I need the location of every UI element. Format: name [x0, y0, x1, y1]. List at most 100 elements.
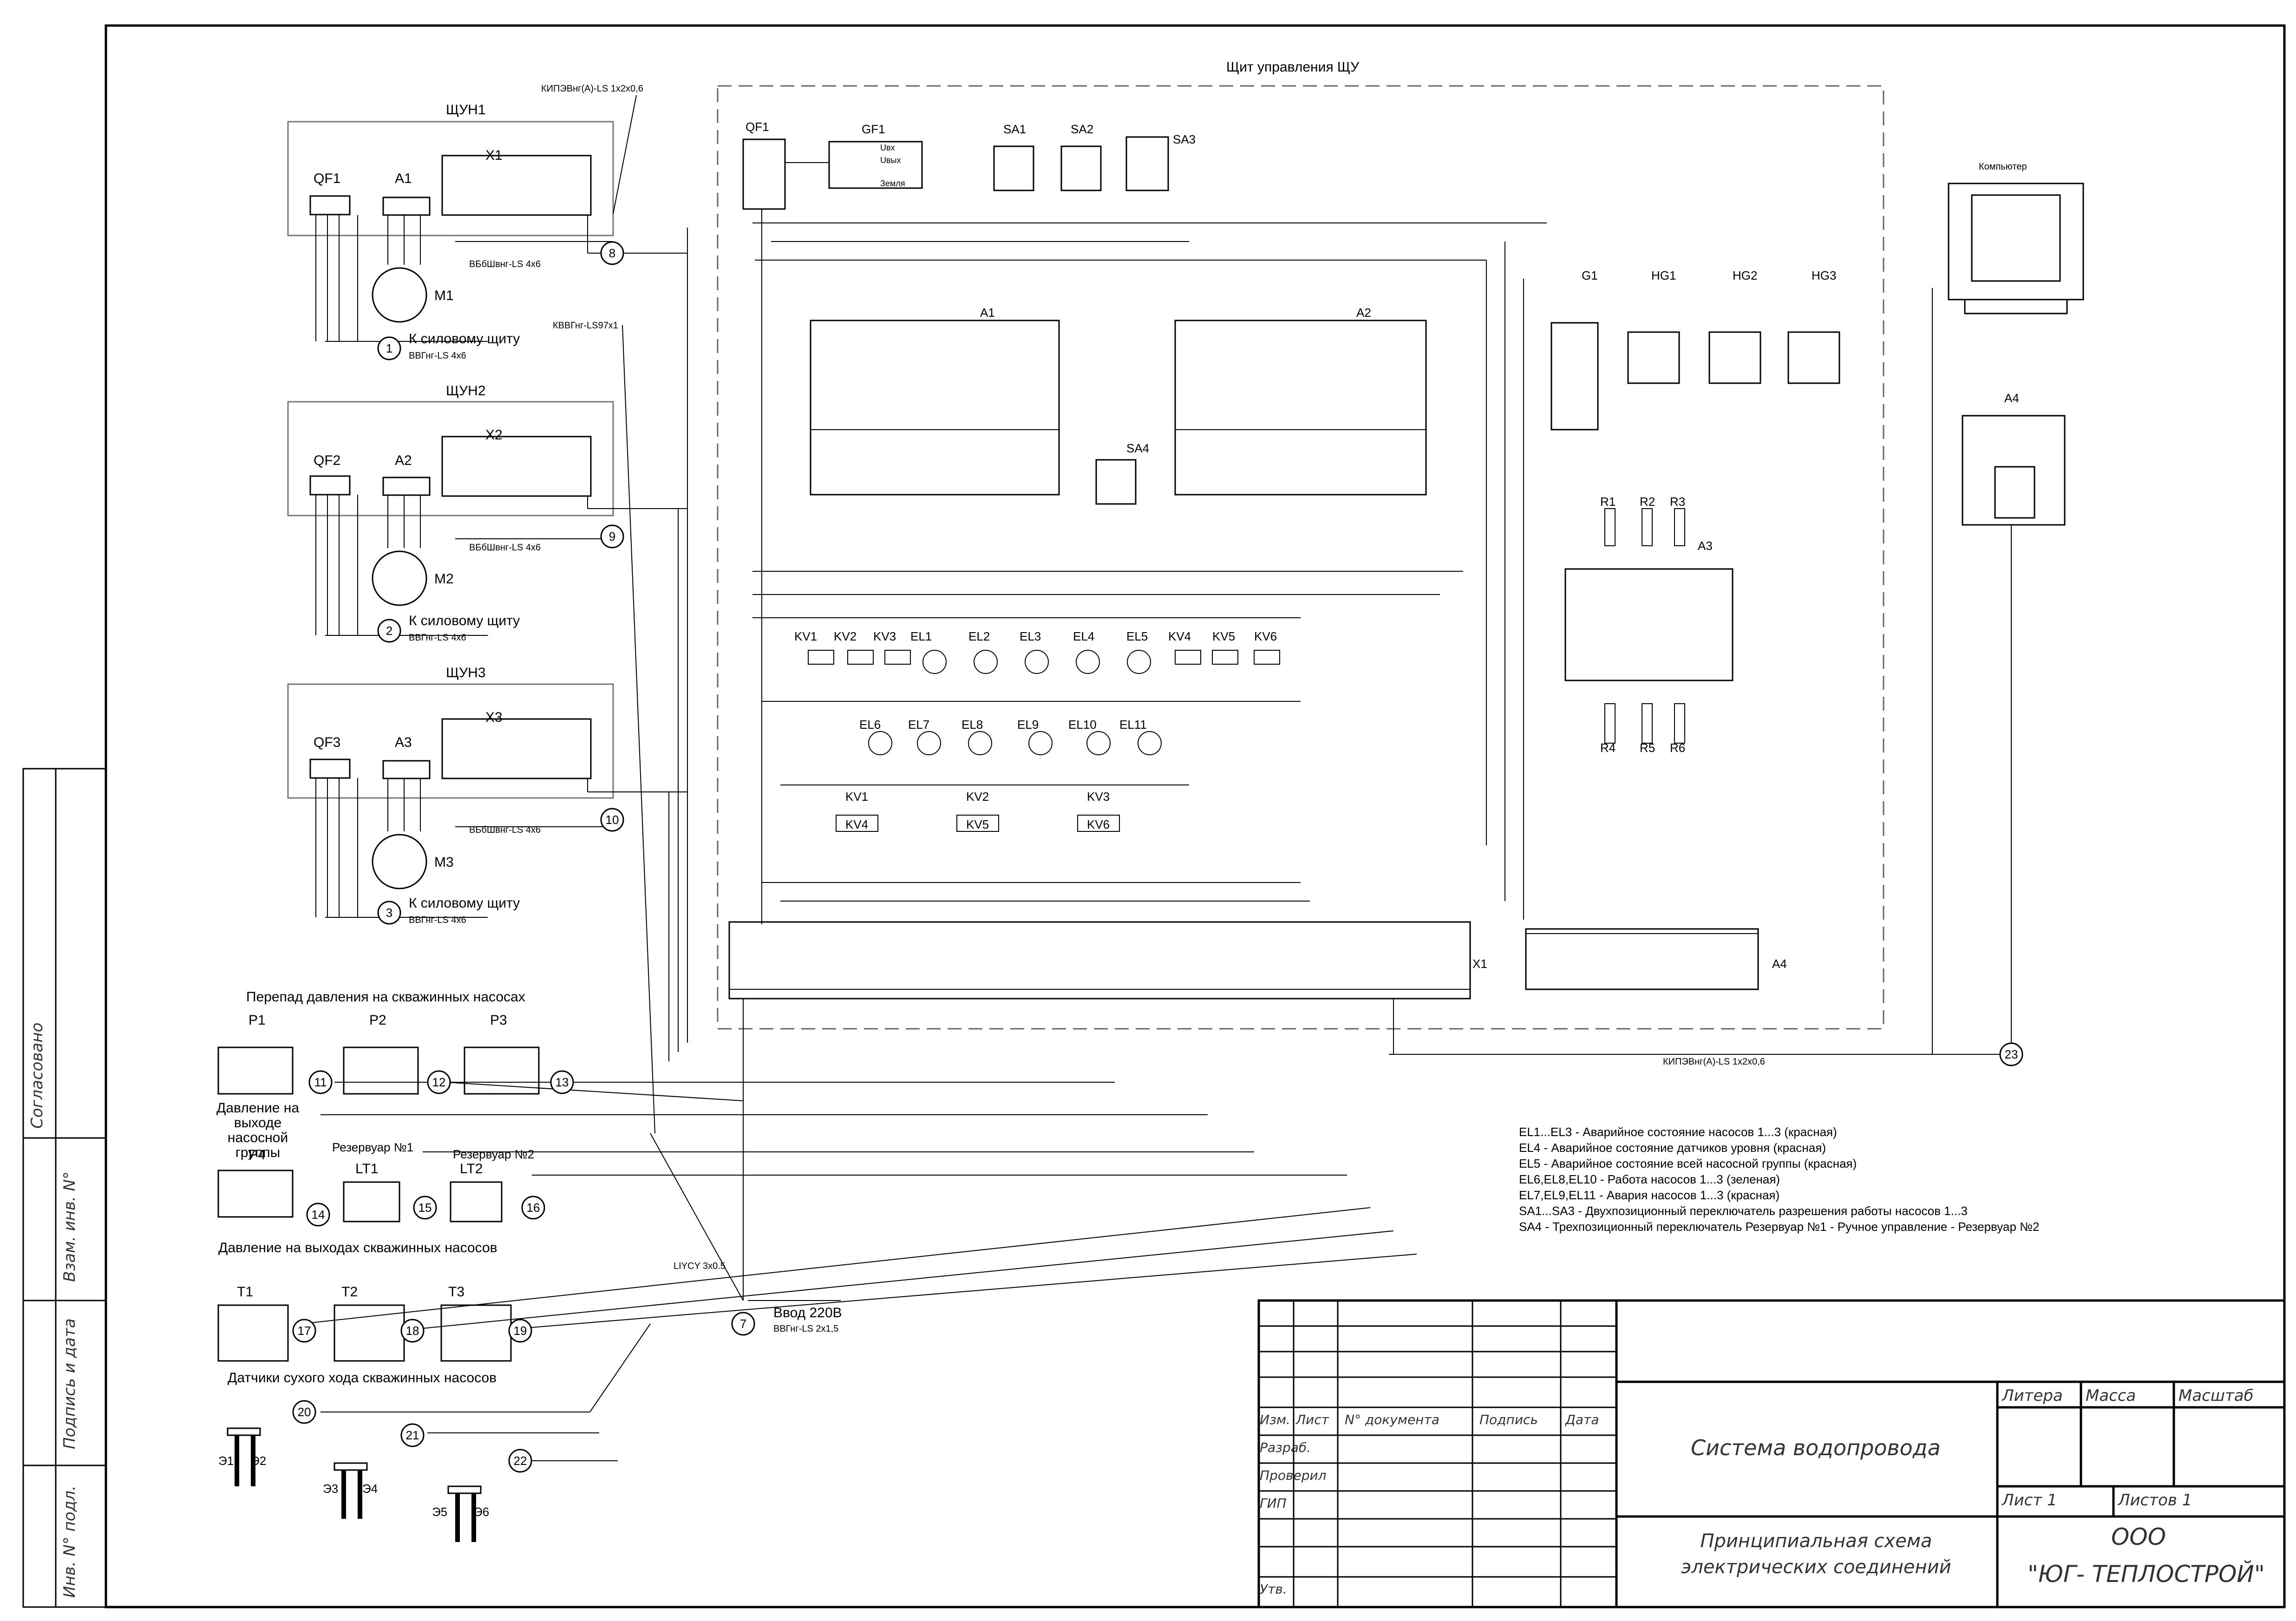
p4-label: P4 — [249, 1147, 266, 1163]
computer-label: Компьютер — [1979, 162, 2027, 172]
cable-liycy-label: LIYCY 3х0.5 — [674, 1261, 726, 1271]
cable-marker-18 — [400, 1319, 425, 1343]
marker-num-7: 7 — [740, 1317, 746, 1331]
panel-sa2: SA2 — [1071, 122, 1094, 136]
el9-label: EL9 — [1017, 718, 1039, 732]
marker-num-19: 19 — [514, 1324, 527, 1338]
cable-marker-21 — [400, 1423, 425, 1447]
legend-line-7: SA4 - Трехпозиционный переключатель Резе… — [1519, 1220, 2040, 1234]
panel-r6: R6 — [1670, 741, 1686, 755]
p3-label: P3 — [490, 1013, 507, 1028]
module-a3 — [1564, 568, 1733, 681]
cable-marker-22 — [508, 1449, 532, 1473]
panel-r5: R5 — [1640, 741, 1655, 755]
cable-marker-3 — [377, 901, 401, 925]
electrode-e6: Э6 — [474, 1505, 490, 1519]
shun3-box — [287, 683, 614, 799]
panel-a1: A1 — [980, 306, 995, 320]
side-vzam: Взам. инв. N° — [60, 1171, 79, 1282]
panel-r2: R2 — [1640, 495, 1655, 509]
kv4-label: KV4 — [1168, 629, 1191, 643]
panel-gf1: GF1 — [862, 122, 885, 136]
panel-uvx: Uвх — [880, 143, 895, 152]
cable-kvv-label: КВВГнг-LS97х1 — [553, 320, 618, 331]
shun2-qf: QF2 — [314, 453, 341, 468]
panel-r1: R1 — [1600, 495, 1616, 509]
legend-line-6: SA1...SA3 - Двухпозиционный переключател… — [1519, 1204, 1968, 1218]
marker-num-13: 13 — [556, 1075, 569, 1089]
shun1-x: X1 — [485, 148, 503, 163]
cable-marker-20 — [292, 1400, 316, 1424]
marker-num-14: 14 — [312, 1208, 325, 1222]
panel-sa1: SA1 — [1003, 122, 1027, 136]
tb-system: Система водопровода — [1691, 1435, 1941, 1460]
marker-num-1: 1 — [386, 341, 392, 355]
tb-company1: ООО — [2111, 1523, 2166, 1550]
t3-label: T3 — [448, 1284, 465, 1300]
kv1-lower: KV1 — [845, 790, 869, 804]
cable-marker-10 — [600, 808, 624, 832]
terminal-x1 — [728, 921, 1471, 1000]
side-podpis: Подпись и дата — [60, 1318, 79, 1449]
shun1-cable: ВБбШвнг-LS 4х6 — [469, 259, 541, 269]
tb-podp: Подпись — [1479, 1412, 1538, 1427]
shun3-qf: QF3 — [314, 735, 341, 750]
el6-label: EL6 — [859, 718, 881, 732]
legend-line-4: EL6,EL8,EL10 - Работа насосов 1...3 (зел… — [1519, 1172, 1780, 1186]
marker-num-8: 8 — [609, 246, 615, 260]
cable-marker-7 — [731, 1312, 755, 1336]
plc-a2 — [1174, 320, 1427, 496]
terminal-a4 — [1525, 928, 1759, 990]
kv1-label: KV1 — [794, 629, 818, 643]
panel-g1: G1 — [1582, 268, 1598, 282]
tb-izm: Изм. — [1260, 1412, 1290, 1427]
shun1-box — [287, 121, 614, 236]
el11-label: EL11 — [1119, 718, 1147, 732]
cable-marker-11 — [308, 1070, 333, 1094]
shun2-vvg: ВВГнг-LS 4х6 — [409, 633, 466, 643]
side-stamp — [22, 768, 107, 1608]
press-out-group: Давление на выходе насосной группы — [216, 1100, 300, 1160]
lt2-label: LT2 — [460, 1161, 483, 1177]
cable-marker-9 — [600, 524, 624, 549]
marker-num-15: 15 — [419, 1201, 432, 1215]
tb-litera: Литера — [2002, 1386, 2063, 1405]
module-a4-right — [1962, 415, 2066, 526]
shun1-vvg: ВВГнг-LS 4х6 — [409, 351, 466, 361]
panel-a4-right: A4 — [2004, 391, 2019, 405]
marker-num-10: 10 — [606, 813, 619, 827]
kv4-lower: KV4 — [845, 817, 869, 831]
cable-marker-2 — [377, 619, 401, 643]
electrode-e1: Э1 — [218, 1454, 234, 1468]
cable-marker-12 — [427, 1070, 451, 1094]
tb-data: Дата — [1565, 1412, 1599, 1427]
el1-label: EL1 — [910, 629, 932, 643]
side-soglasovano: Согласовано — [28, 1022, 46, 1129]
press-out-wells: Давление на выходах скважинных насосов — [218, 1240, 497, 1255]
panel-sa3: SA3 — [1173, 132, 1196, 146]
cable-marker-13 — [550, 1070, 574, 1094]
el7-label: EL7 — [908, 718, 930, 732]
panel-zeml: Земля — [880, 179, 905, 188]
el2-label: EL2 — [968, 629, 990, 643]
shun2-a: A2 — [395, 453, 412, 468]
shun3-cable: ВБбШвнг-LS 4х6 — [469, 825, 541, 835]
input-cable: ВВГнг-LS 2х1,5 — [773, 1324, 839, 1334]
tb-company2: "ЮГ- ТЕПЛОСТРОЙ" — [2028, 1561, 2265, 1588]
shun1-title: ЩУН1 — [446, 102, 486, 118]
kv2-label: KV2 — [834, 629, 857, 643]
shun1-to-power: К силовому щиту — [409, 331, 520, 346]
lt1-label: LT1 — [355, 1161, 379, 1177]
el3-label: EL3 — [1020, 629, 1041, 643]
shun1-m: M1 — [434, 288, 454, 303]
t1-label: T1 — [237, 1284, 254, 1300]
tb-utv: Утв. — [1260, 1582, 1287, 1597]
panel-x1: X1 — [1472, 957, 1487, 971]
reservoir2-label: Резервуар №2 — [453, 1147, 535, 1161]
legend-line-1: EL1...EL3 - Аварийное состояние насосов … — [1519, 1125, 1837, 1139]
kv5-label: KV5 — [1212, 629, 1236, 643]
shun1-qf: QF1 — [314, 171, 341, 186]
marker-num-23: 23 — [2005, 1047, 2018, 1061]
tb-list: Лист — [1296, 1412, 1329, 1427]
